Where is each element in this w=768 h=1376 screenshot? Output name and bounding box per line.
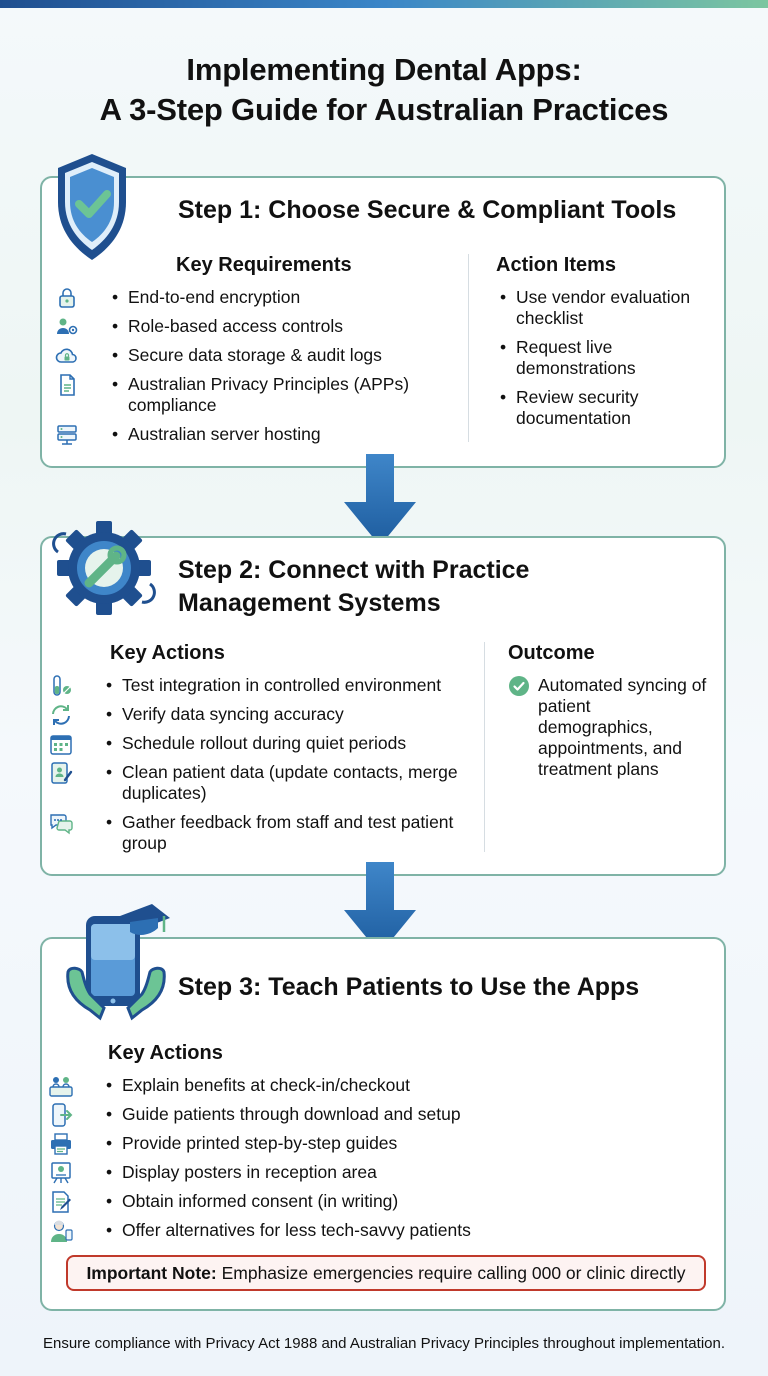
outcome-heading: Outcome (508, 642, 595, 664)
printer-icon (48, 1131, 74, 1157)
column-divider (468, 254, 469, 442)
check-circle-icon (508, 675, 530, 697)
poster-icon (48, 1160, 74, 1186)
reception-icon (48, 1073, 74, 1099)
list-item: Gather feedback from staff and test pati… (50, 812, 474, 854)
list-item: End-to-end encryption (59, 287, 440, 308)
list-item: Display posters in reception area (51, 1162, 664, 1184)
calendar-icon (48, 731, 74, 757)
key-actions-heading: Key Actions (110, 642, 225, 664)
test-tube-icon (48, 673, 74, 699)
list-item: Use vendor evaluation checklist (498, 287, 708, 329)
requirements-list: End-to-end encryption Role-based access … (55, 287, 440, 445)
key-actions-list: Test integration in controlled environme… (50, 675, 474, 854)
action-items-heading: Action Items (496, 254, 617, 276)
step-3-title: Step 3: Teach Patients to Use the Apps (178, 973, 640, 1001)
top-accent-bar (0, 0, 768, 8)
document-icon (54, 372, 80, 398)
cloud-lock-icon (54, 343, 80, 369)
list-item: Test integration in controlled environme… (53, 675, 474, 696)
important-note-text: Emphasize emergencies require calling 00… (216, 1263, 686, 1283)
step-2-card: Step 2: Connect with Practice Management… (40, 536, 726, 876)
lock-icon (54, 285, 80, 311)
sync-icon (48, 702, 74, 728)
list-item: Schedule rollout during quiet periods (50, 733, 474, 755)
page-title-line-1: Implementing Dental Apps: (186, 52, 582, 87)
server-icon (54, 422, 80, 448)
list-item: Request live demonstrations (498, 337, 708, 379)
step-1-title: Step 1: Choose Secure & Compliant Tools (178, 196, 677, 224)
list-item: Offer alternatives for less tech-savvy p… (51, 1220, 664, 1242)
important-note-label: Important Note: (86, 1263, 217, 1283)
consent-form-icon (48, 1189, 74, 1215)
action-items-list: Use vendor evaluation checklist Request … (498, 287, 708, 429)
list-item: Australian server hosting (57, 424, 440, 445)
list-item: Clean patient data (update contacts, mer… (51, 762, 474, 804)
list-item: Secure data storage & audit logs (55, 345, 440, 366)
key-actions-list: Explain benefits at check-in/checkout Gu… (49, 1075, 664, 1242)
gear-wrench-icon (48, 512, 160, 624)
compliance-footer: Ensure compliance with Privacy Act 1988 … (42, 1335, 726, 1352)
step-3-card: Step 3: Teach Patients to Use the Apps K… (40, 937, 726, 1311)
elderly-patient-icon (48, 1218, 74, 1244)
outcome-item: Automated syncing of patient demographic… (508, 675, 708, 780)
down-arrow-1 (342, 454, 418, 548)
step-2-title: Step 2: Connect with Practice Management… (178, 556, 530, 617)
chat-bubbles-icon (48, 810, 74, 836)
list-item: Provide printed step-by-step guides (51, 1133, 664, 1155)
list-item: Explain benefits at check-in/checkout (49, 1075, 664, 1097)
phone-download-icon (48, 1102, 74, 1128)
shield-check-icon (52, 150, 132, 264)
important-note: Important Note: Emphasize emergencies re… (66, 1255, 706, 1291)
key-actions-heading: Key Actions (108, 1042, 223, 1064)
list-item: Australian Privacy Principles (APPs) com… (60, 374, 440, 416)
edit-contacts-icon (48, 760, 74, 786)
down-arrow-2 (342, 862, 418, 956)
key-requirements-heading: Key Requirements (176, 254, 352, 276)
list-item: Verify data syncing accuracy (52, 704, 474, 725)
phone-graduation-cap-icon (60, 902, 172, 1028)
users-gear-icon (54, 314, 80, 340)
list-item: Role-based access controls (57, 316, 440, 337)
list-item: Obtain informed consent (in writing) (52, 1191, 664, 1213)
page-title-line-2: A 3-Step Guide for Australian Practices (99, 92, 669, 127)
outcome-text: Automated syncing of patient demographic… (538, 675, 707, 779)
step-1-card: Step 1: Choose Secure & Compliant Tools … (40, 176, 726, 468)
page-title: Implementing Dental Apps: A 3-Step Guide… (0, 50, 768, 130)
column-divider (484, 642, 485, 852)
list-item: Guide patients through download and setu… (52, 1103, 664, 1127)
list-item: Review security documentation (498, 387, 708, 429)
